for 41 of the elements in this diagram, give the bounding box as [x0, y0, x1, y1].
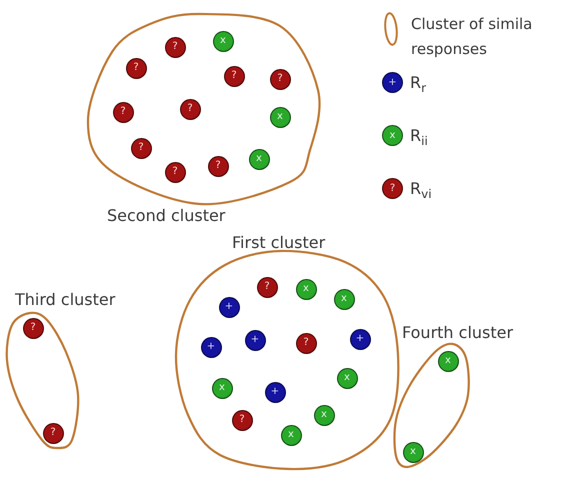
response-dot: x: [212, 30, 234, 52]
response-dot: ?: [296, 332, 316, 354]
response-dot: x: [336, 368, 358, 388]
legend-label: R$_{r}$: [410, 72, 426, 93]
legend-label: R$_{ii}$: [410, 125, 428, 146]
response-dot: ?: [164, 36, 186, 58]
cluster-label: Second cluster: [107, 206, 226, 225]
response-dot: ?: [270, 68, 290, 90]
response-dot: x: [248, 148, 270, 170]
response-dot: +: [244, 330, 266, 350]
response-dot: x: [212, 378, 232, 398]
response-dot: x: [402, 442, 424, 462]
legend-marker: x: [382, 125, 403, 146]
response-dot: x: [280, 424, 302, 446]
response-dot: +: [200, 336, 222, 358]
response-dot: ?: [112, 102, 134, 122]
legend-label: Cluster of simila responses: [411, 14, 534, 60]
legend-marker: ?: [382, 178, 403, 199]
response-dot: x: [270, 106, 290, 128]
response-dot: ?: [224, 66, 244, 86]
response-dot: x: [296, 278, 316, 300]
legend-marker: +: [382, 72, 403, 93]
response-dot: x: [438, 350, 458, 372]
response-dot: ?: [180, 98, 200, 120]
response-dot: ?: [42, 422, 64, 444]
response-dot: ?: [208, 156, 228, 176]
cluster-label: Fourth cluster: [402, 323, 514, 342]
response-dot: ?: [22, 318, 44, 338]
response-dot: ?: [232, 410, 252, 430]
response-dot: +: [264, 382, 286, 402]
response-dot: x: [314, 404, 334, 426]
response-dot: ?: [164, 162, 186, 182]
response-dot: x: [334, 288, 354, 310]
cluster-label: First cluster: [232, 233, 326, 252]
response-dot: +: [218, 296, 240, 318]
response-dot: ?: [130, 138, 152, 158]
response-dot: ?: [256, 276, 278, 298]
response-dot: +: [350, 328, 370, 350]
cluster-label: Third cluster: [15, 290, 116, 309]
legend-label: R$_{vi}$: [410, 178, 432, 199]
response-dot: ?: [126, 58, 146, 78]
